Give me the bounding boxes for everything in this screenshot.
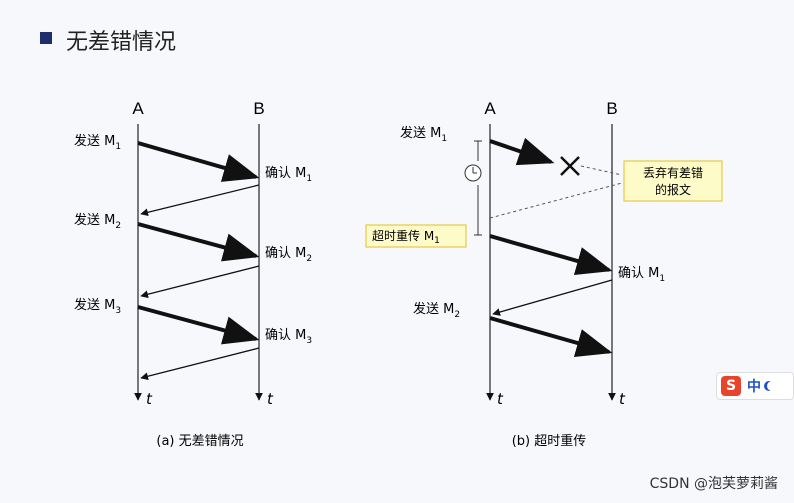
node-b-label: B <box>253 99 264 118</box>
node-b-label: B <box>606 99 617 118</box>
clock-icon <box>464 164 482 182</box>
time-label-a: t <box>497 390 504 408</box>
send-m2-arrow <box>137 222 260 262</box>
right-diagram: A B t t 发送 M1 丢弃有差错 的报文 超时重传 M1 <box>365 99 723 449</box>
ack-m2-label: 确认 M2 <box>265 246 312 264</box>
send-m1-label: 发送 M1 <box>74 133 121 152</box>
retransmit-note-box <box>365 224 467 248</box>
note-leader <box>580 165 623 176</box>
send-m2-arrow <box>489 316 613 357</box>
watermark: CSDN @泡芙萝莉酱 <box>649 476 778 492</box>
ack-m3-arrow <box>140 347 260 381</box>
note-leader <box>489 182 623 219</box>
retransmit-m1-arrow <box>489 234 613 275</box>
node-a-label: A <box>484 99 496 118</box>
left-caption: (a) 无差错情况 <box>156 434 243 449</box>
time-label-b: t <box>267 390 274 408</box>
ack-m1-arrow <box>140 184 260 217</box>
discard-note-box <box>623 160 723 202</box>
slide-header: 无差错情况 <box>0 0 794 70</box>
send-m2-label: 发送 M2 <box>413 301 460 320</box>
discard-note-line1: 丢弃有差错 <box>643 165 703 180</box>
send-m1-arrow <box>137 141 260 182</box>
ime-language-toggle[interactable]: 中 <box>747 379 761 395</box>
ime-toolbar[interactable]: S 中 <box>716 372 794 400</box>
slide-title: 无差错情况 <box>66 30 177 55</box>
ack-m1-arrow <box>492 279 613 316</box>
ack-m2-arrow <box>140 265 260 299</box>
send-m3-label: 发送 M3 <box>74 297 121 316</box>
ack-m3-label: 确认 M3 <box>265 328 312 346</box>
sogou-logo-icon[interactable]: S <box>721 376 741 396</box>
retransmit-label: 超时重传 M1 <box>372 228 440 246</box>
right-caption: (b) 超时重传 <box>512 433 587 449</box>
ack-m1-label: 确认 M1 <box>265 166 312 184</box>
discard-note-line2: 的报文 <box>655 182 691 197</box>
cross-icon <box>560 156 580 176</box>
left-diagram: A B t t 发送 M1 确认 M1 发送 M2 确认 M2 发送 M3 确认… <box>74 99 312 449</box>
time-label-b: t <box>619 390 626 408</box>
send-m1-label: 发送 M1 <box>400 125 447 144</box>
send-m2-label: 发送 M2 <box>74 212 121 231</box>
node-a-label: A <box>132 99 144 118</box>
send-m1-arrow <box>489 137 555 166</box>
moon-icon[interactable] <box>767 381 777 391</box>
time-label-a: t <box>146 390 153 408</box>
bullet-square-icon <box>40 32 52 44</box>
ack-m1-label: 确认 M1 <box>618 266 665 284</box>
send-m3-arrow <box>137 305 260 345</box>
